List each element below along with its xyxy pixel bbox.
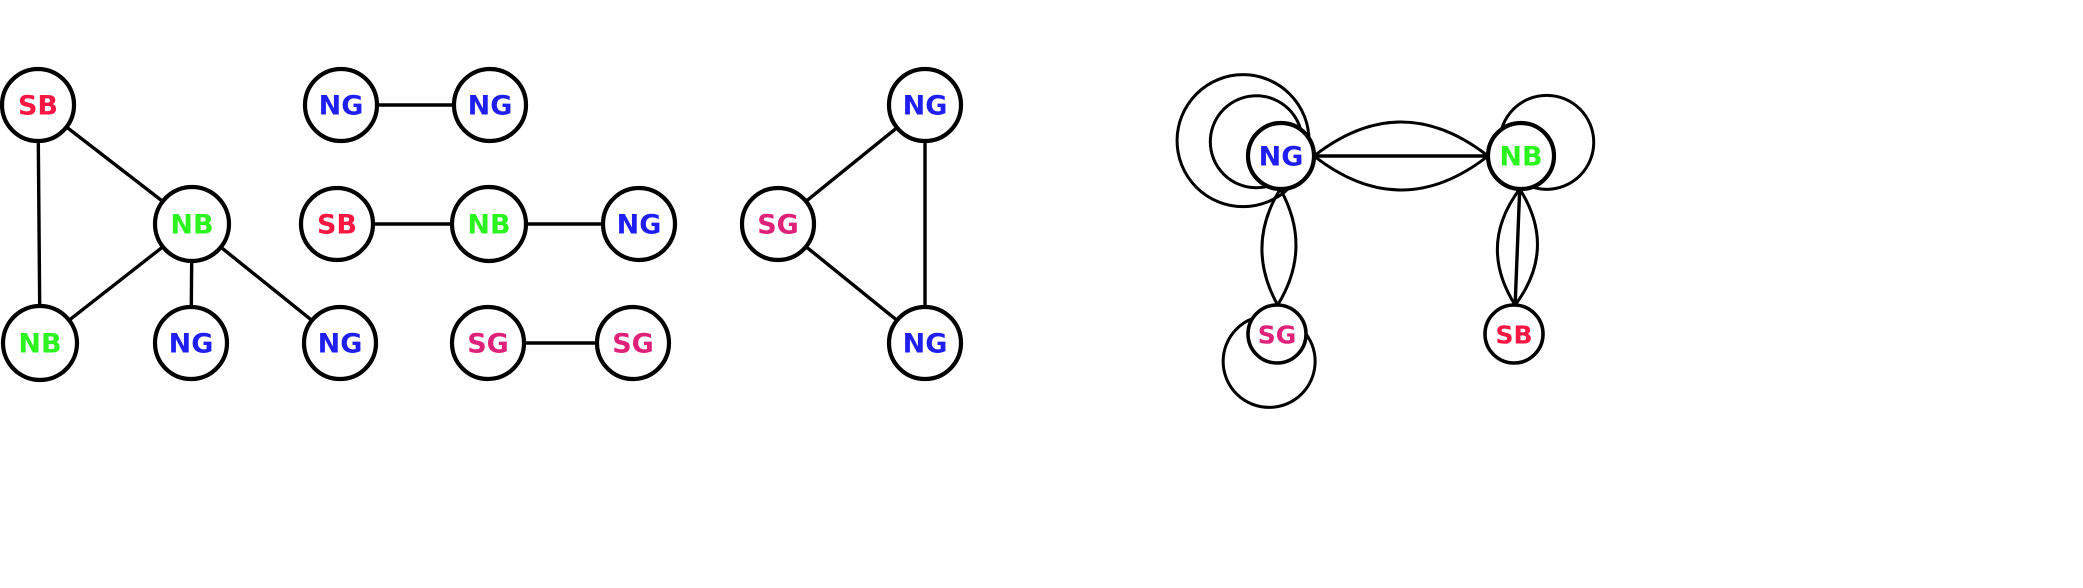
nodes-group: SB NB NB NG NG NG NG SB NB NG SG SG NG SG NG NG NB SG SB xyxy=(0,66,1557,383)
node-circle[interactable] xyxy=(600,185,678,263)
node-circle[interactable] xyxy=(302,66,380,144)
graph-edge xyxy=(66,244,166,323)
graph-edge xyxy=(1513,186,1522,308)
graph-node[interactable]: NG xyxy=(1245,120,1317,192)
graph-edge xyxy=(803,125,900,204)
graph-node[interactable]: NG xyxy=(152,304,230,382)
graph-node[interactable]: SG xyxy=(449,304,527,382)
graph-node[interactable]: SG xyxy=(594,304,672,382)
node-label: SG xyxy=(612,329,654,360)
graph-edge xyxy=(1276,187,1298,307)
node-circle[interactable] xyxy=(152,304,230,382)
graph-3-nodes: NG SG NG xyxy=(739,66,964,382)
node-label: SB xyxy=(18,91,58,122)
graph-edge xyxy=(218,244,315,323)
graph-edge xyxy=(63,124,166,204)
node-circle[interactable] xyxy=(301,304,379,382)
graph-node[interactable]: NB xyxy=(449,184,529,264)
node-label: NB xyxy=(18,329,61,360)
node-circle[interactable] xyxy=(1246,303,1308,365)
graph-edge xyxy=(1513,187,1539,307)
node-label: NG xyxy=(903,329,948,360)
node-label: SG xyxy=(757,210,799,241)
node-label: NG xyxy=(319,91,364,122)
graph-edge xyxy=(1312,120,1490,158)
node-circle[interactable] xyxy=(886,66,964,144)
node-label: NG xyxy=(617,210,662,241)
node-label: NG xyxy=(318,329,363,360)
graph-edge xyxy=(1260,187,1282,307)
graph-node[interactable]: NG xyxy=(301,304,379,382)
node-label: NG xyxy=(1259,142,1304,173)
node-label: SG xyxy=(467,329,509,360)
node-label: SB xyxy=(1495,321,1532,350)
node-label: NB xyxy=(467,210,510,241)
graph-node[interactable]: NG xyxy=(302,66,380,144)
graph-node[interactable]: NB xyxy=(152,184,232,264)
node-circle[interactable] xyxy=(739,185,817,263)
node-circle[interactable] xyxy=(0,303,80,383)
graph-node[interactable]: SG xyxy=(1246,303,1308,365)
node-circle[interactable] xyxy=(594,304,672,382)
graph-node[interactable]: SB xyxy=(298,185,376,263)
node-circle[interactable] xyxy=(449,184,529,264)
graph-2-edges xyxy=(370,103,606,345)
graph-node[interactable]: SB xyxy=(0,66,77,144)
graph-4-multigraph-nodes: NG NB SG SB xyxy=(1245,120,1557,365)
graph-node[interactable]: NG xyxy=(886,304,964,382)
node-label: SB xyxy=(317,210,357,241)
node-label: SG xyxy=(1258,321,1297,350)
node-circle[interactable] xyxy=(1485,120,1557,192)
graph-edge xyxy=(1495,187,1522,307)
node-label: NG xyxy=(169,329,214,360)
node-label: NG xyxy=(903,91,948,122)
graph-2-nodes: NG NG SB NB NG SG SG xyxy=(298,66,678,382)
edges-group xyxy=(36,73,1596,409)
node-circle[interactable] xyxy=(1483,303,1545,365)
graph-1-edges xyxy=(36,124,315,323)
graph-node[interactable]: NG xyxy=(451,66,529,144)
graph-node[interactable]: SB xyxy=(1483,303,1545,365)
node-label: NB xyxy=(1499,142,1542,173)
graph-edge xyxy=(803,244,900,323)
graph-node[interactable]: NB xyxy=(0,303,80,383)
node-circle[interactable] xyxy=(0,66,77,144)
node-circle[interactable] xyxy=(1245,120,1317,192)
node-circle[interactable] xyxy=(886,304,964,382)
graph-node[interactable]: NG xyxy=(886,66,964,144)
node-circle[interactable] xyxy=(449,304,527,382)
node-circle[interactable] xyxy=(298,185,376,263)
graph-1-nodes: SB NB NB NG NG xyxy=(0,66,379,383)
graph-node[interactable]: NG xyxy=(600,185,678,263)
graph-edge xyxy=(1312,154,1490,192)
graph-node[interactable]: NB xyxy=(1485,120,1557,192)
graph-node[interactable]: SG xyxy=(739,185,817,263)
graph-edge xyxy=(1221,313,1317,409)
node-label: NB xyxy=(170,210,213,241)
node-label: NG xyxy=(468,91,513,122)
node-circle[interactable] xyxy=(152,184,232,264)
graph-3-edges xyxy=(803,125,927,323)
graph-edge xyxy=(36,138,42,309)
node-circle[interactable] xyxy=(451,66,529,144)
